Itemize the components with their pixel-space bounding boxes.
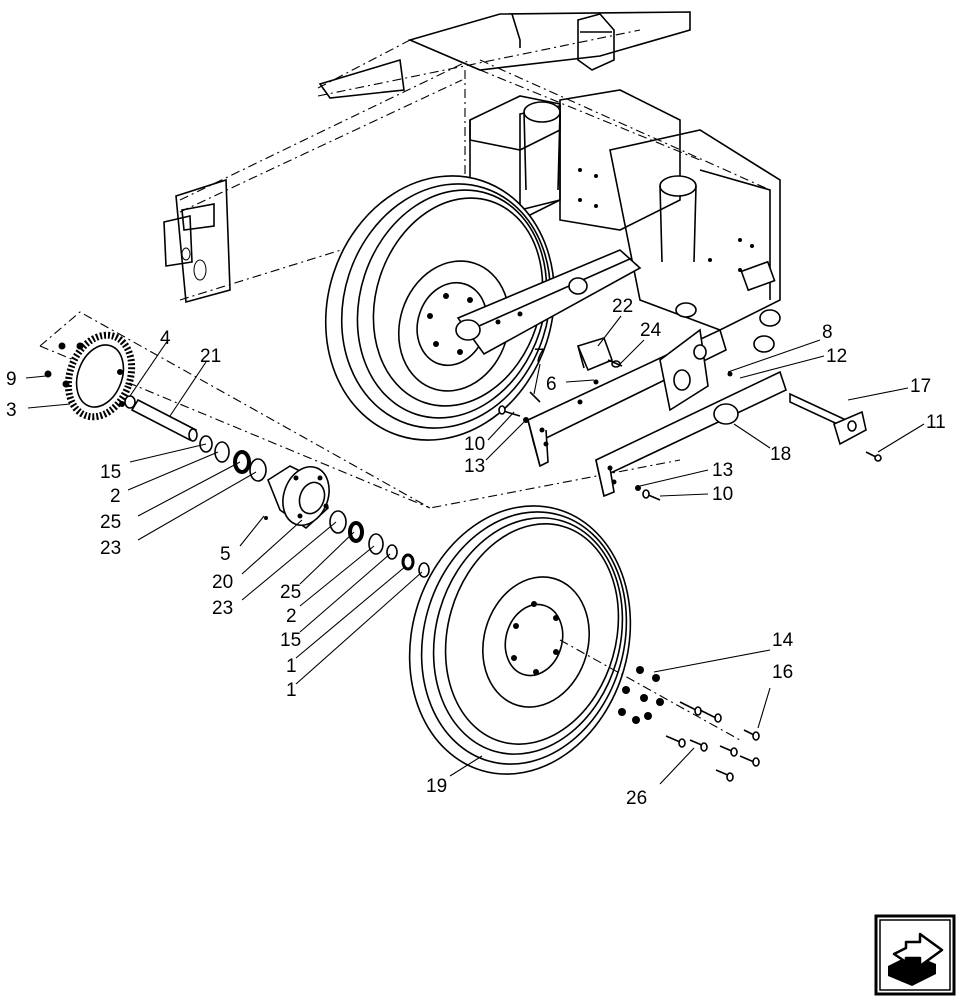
callout-labels: 4 21 9 3 15 2 25 23 5 20 23 25 2 15 1 1 … <box>6 296 946 809</box>
hub-bearing-stack <box>199 435 430 578</box>
callout-7: 7 <box>534 346 545 367</box>
callout-10b: 10 <box>712 484 733 505</box>
callout-21: 21 <box>200 346 221 367</box>
mounted-wheel-assembly <box>324 175 642 441</box>
callout-25a: 25 <box>100 512 121 533</box>
callout-14: 14 <box>772 630 794 651</box>
next-page-button[interactable] <box>874 914 956 996</box>
callout-6: 6 <box>546 374 557 395</box>
arm-bracket-assembly <box>498 328 882 501</box>
callout-4: 4 <box>160 328 171 349</box>
sprocket-part <box>44 331 136 421</box>
callout-17: 17 <box>910 376 931 397</box>
callout-22: 22 <box>612 296 633 317</box>
callout-16: 16 <box>772 662 793 683</box>
callout-13a: 13 <box>464 456 485 477</box>
callout-18: 18 <box>770 444 791 465</box>
axle-shaft-part <box>130 398 198 442</box>
callout-23a: 23 <box>100 538 121 559</box>
callout-3: 3 <box>6 400 17 421</box>
callout-1a: 1 <box>286 656 297 677</box>
next-page-arrow-icon <box>874 914 956 996</box>
callout-25b: 25 <box>280 582 301 603</box>
callout-2a: 2 <box>110 486 121 507</box>
callout-8: 8 <box>822 322 833 343</box>
chassis-frame <box>163 11 781 353</box>
callout-10a: 10 <box>464 434 485 455</box>
lug-hardware <box>559 639 760 782</box>
callout-13b: 13 <box>712 460 733 481</box>
callout-2b: 2 <box>286 606 297 627</box>
callout-12: 12 <box>826 346 847 367</box>
leader-lines <box>25 315 925 785</box>
callout-15a: 15 <box>100 462 121 483</box>
callout-19: 19 <box>426 776 447 797</box>
exploded-wheel <box>408 505 632 775</box>
callout-20: 20 <box>212 572 233 593</box>
callout-11: 11 <box>926 412 946 433</box>
callout-24: 24 <box>640 320 662 341</box>
callout-26: 26 <box>626 788 647 809</box>
callout-9: 9 <box>6 369 17 390</box>
callout-1b: 1 <box>286 680 297 701</box>
callout-5: 5 <box>220 544 231 565</box>
callout-15b: 15 <box>280 630 301 651</box>
callout-23b: 23 <box>212 598 233 619</box>
